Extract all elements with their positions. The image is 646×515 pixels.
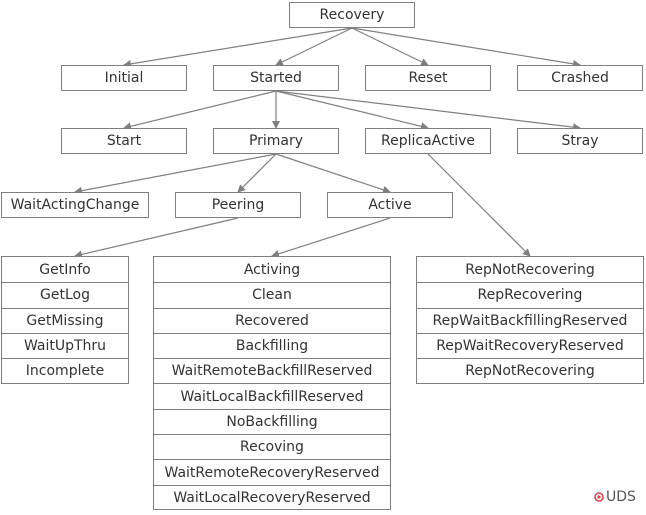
edge-peering-getinfo <box>74 217 239 259</box>
state-repnotrecovering: RepNotRecovering <box>465 261 595 278</box>
state-repwaitbackfillingreserved: RepWaitBackfillingReserved <box>417 307 643 333</box>
replica-states-list: RepNotRecovering RepRecovering RepWaitBa… <box>416 256 644 384</box>
node-stray: Stray <box>517 128 643 154</box>
uds-logo-text: UDS <box>606 489 636 505</box>
state-getlog: GetLog <box>2 282 128 307</box>
state-waitlocalrecoveryreserved: WaitLocalRecoveryReserved <box>154 484 390 510</box>
node-reset: Reset <box>365 65 491 91</box>
state-waitlocalbackfillreserved: WaitLocalBackfillReserved <box>154 383 390 408</box>
node-crashed: Crashed <box>517 65 643 91</box>
node-active: Active <box>327 192 453 218</box>
state-waitremotebackfillreserved: WaitRemoteBackfillReserved <box>154 358 390 383</box>
state-getmissing: GetMissing <box>2 307 128 333</box>
edge-primary-peering <box>237 153 277 193</box>
state-repnotrecovering-2: RepNotRecovering <box>417 358 643 383</box>
state-clean: Clean <box>154 282 390 307</box>
state-waitupthru: WaitUpThru <box>2 332 128 358</box>
state-getinfo: GetInfo <box>39 261 91 278</box>
node-peering: Peering <box>175 192 301 218</box>
state-backfilling: Backfilling <box>154 332 390 358</box>
edge-active-activing <box>271 217 391 258</box>
edge-recovery-initial <box>123 27 353 68</box>
peering-states-list: GetInfo GetLog GetMissing WaitUpThru Inc… <box>1 256 129 384</box>
state-incomplete: Incomplete <box>2 358 128 383</box>
active-states-list: Activing Clean Recovered Backfilling Wai… <box>153 256 391 510</box>
uds-logo-icon <box>594 492 604 502</box>
edge-primary-active <box>275 153 391 194</box>
node-start: Start <box>61 128 187 154</box>
state-reprecovering: RepRecovering <box>417 282 643 307</box>
edge-replicaactive-repnotrecovering <box>427 153 531 257</box>
node-recovery: Recovery <box>289 2 415 28</box>
edge-started-replicaactive <box>275 90 429 131</box>
state-recoving: Recoving <box>154 434 390 459</box>
state-recovered: Recovered <box>154 307 390 333</box>
node-waitactingchange: WaitActingChange <box>1 192 149 218</box>
node-started: Started <box>213 65 339 91</box>
node-initial: Initial <box>61 65 187 91</box>
uds-logo: UDS <box>594 489 636 505</box>
state-activing: Activing <box>243 261 301 278</box>
edge-recovery-reset <box>351 27 429 66</box>
edge-primary-waitactingchange <box>74 153 277 195</box>
edge-started-start <box>123 90 277 131</box>
edge-recovery-started <box>275 27 353 66</box>
node-primary: Primary <box>213 128 339 154</box>
edge-started-stray <box>275 90 581 132</box>
state-repwaitrecoveryreserved: RepWaitRecoveryReserved <box>417 332 643 358</box>
edge-recovery-crashed <box>351 27 581 68</box>
state-waitremoterecoveryreserved: WaitRemoteRecoveryReserved <box>154 459 390 484</box>
node-replicaactive: ReplicaActive <box>365 128 491 154</box>
state-nobackfilling: NoBackfilling <box>154 408 390 434</box>
